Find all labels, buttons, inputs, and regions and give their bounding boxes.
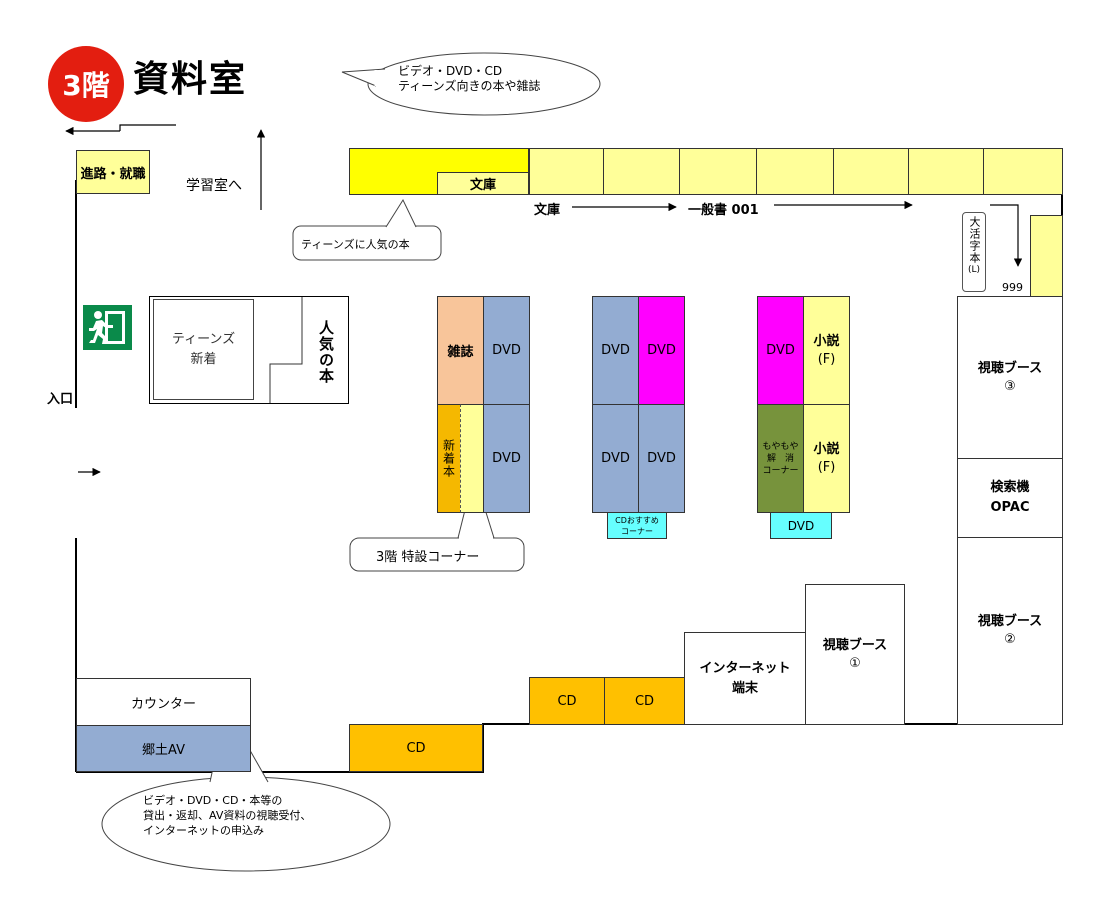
- callout-teens-popular-text: ティーンズに人気の本: [301, 238, 410, 251]
- emergency-exit-icon: [83, 305, 132, 350]
- shelf-999-label: 999: [1002, 281, 1023, 294]
- teens-new-outer: [149, 296, 349, 404]
- career-shelf: 進路・就職: [76, 150, 150, 194]
- bunko-shelf-label: 文庫: [469, 178, 496, 193]
- dvd-shelf-b1: DVD: [592, 296, 639, 405]
- novel-shelf-2: 小説 (F): [803, 404, 850, 513]
- dvd-shelf-b3: DVD: [592, 404, 639, 513]
- new-books-shelf: 新着本: [437, 404, 461, 513]
- shelf-general-3: [679, 148, 757, 195]
- dvd-shelf-b4: DVD: [638, 404, 685, 513]
- callout-bubble-top: [367, 52, 601, 116]
- popular-books-label: 人気の本: [317, 320, 335, 384]
- callout-top-text: ビデオ・DVD・CD ティーンズ向きの本や雑誌: [398, 64, 541, 93]
- shelf-general-2: [603, 148, 680, 195]
- callout-special-corner-text: 3階 特設コーナー: [376, 550, 480, 565]
- counter: カウンター: [76, 678, 251, 726]
- callout-special-corner: [349, 537, 525, 572]
- cd-recommend-corner: CDおすすめ コーナー: [607, 512, 667, 539]
- dvd-shelf-b2: DVD: [638, 296, 685, 405]
- listening-booth-2: 視聴ブース ②: [957, 537, 1063, 725]
- career-label: 進路・就職: [80, 166, 146, 182]
- magazine-shelf: 雑誌: [437, 296, 484, 405]
- shelf-general-6: [908, 148, 984, 195]
- novel-shelf-1: 小説 (F): [803, 296, 850, 405]
- callout-teens-popular: [292, 225, 442, 261]
- listening-booth-1: 視聴ブース ①: [805, 584, 905, 725]
- study-room-label: 学習室へ: [186, 178, 242, 194]
- shelf-general-7: [983, 148, 1063, 195]
- moyamoya-corner: もやもや 解 消 コーナー: [757, 404, 804, 513]
- large-print-sign: 大活字本 (L): [962, 212, 986, 292]
- internet-terminal: インターネット 端末: [684, 632, 806, 725]
- bunko-flow-label: 文庫: [534, 203, 561, 218]
- floor-badge-label: 3階: [62, 69, 110, 102]
- room-title: 資料室: [133, 59, 248, 100]
- cd-shelf-3: CD: [349, 724, 483, 772]
- cd-shelf-2: CD: [604, 677, 685, 725]
- dvd-shelf-a2: DVD: [483, 404, 530, 513]
- dvd-cyan-label: DVD: [770, 512, 832, 539]
- shelf-general-1: [529, 148, 604, 195]
- dvd-shelf-a1: DVD: [483, 296, 530, 405]
- callout-counter-text: ビデオ・DVD・CD・本等の 貸出・返却、AV資料の視聴受付、 インターネットの…: [143, 794, 312, 837]
- floor-badge: 3階: [48, 46, 124, 122]
- local-av-shelf: 郷土AV: [76, 725, 251, 772]
- opac-terminal: 検索機 OPAC: [957, 458, 1063, 538]
- shelf-general-5: [833, 148, 909, 195]
- general-books-label: 一般書 001: [688, 203, 759, 218]
- entrance-label: 入口: [47, 392, 74, 407]
- special-corner-shelf: [460, 404, 484, 513]
- cd-shelf-1: CD: [529, 677, 605, 725]
- large-print-shelf: [1030, 215, 1063, 297]
- shelf-general-4: [756, 148, 834, 195]
- bunko-shelf: 文庫: [437, 172, 529, 195]
- dvd-shelf-c1: DVD: [757, 296, 804, 405]
- listening-booth-3: 視聴ブース ③: [957, 296, 1063, 459]
- teens-new-shelf: ティーンズ 新着: [153, 299, 254, 400]
